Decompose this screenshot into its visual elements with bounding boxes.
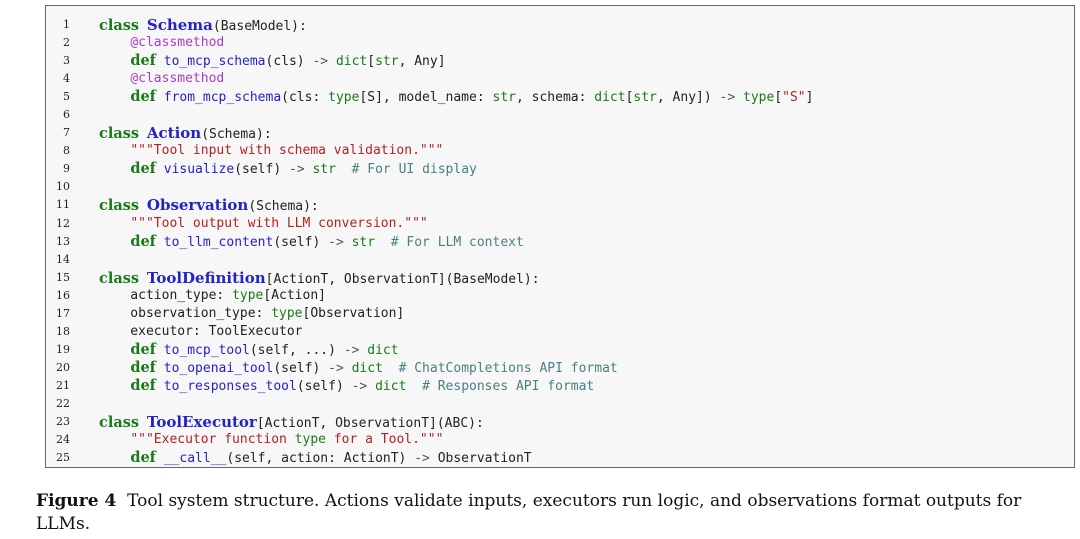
line-number: 22 [56,396,70,410]
code-body: class Schema(BaseModel): @classmethod de… [99,16,813,467]
line-number: 4 [63,72,70,86]
code-line: def __call__(self, action: ActionT) -> O… [130,449,532,467]
code-line [99,251,813,269]
line-number: 8 [63,144,70,158]
code-line: def from_mcp_schema(cls: type[S], model_… [130,88,814,106]
line-number: 3 [63,54,70,68]
code-line: def to_responses_tool(self) -> dict # Re… [130,376,595,394]
code-line: class Action(Schema): [99,124,272,143]
code-line: """Executor function type for a Tool.""" [130,432,444,448]
code-line [99,178,813,196]
line-number: 18 [56,324,70,338]
line-number: 9 [63,162,70,176]
line-number: 2 [63,36,70,50]
code-line: def visualize(self) -> str # For UI disp… [130,160,477,178]
code-line: class Schema(BaseModel): [99,16,307,34]
caption-text: Tool system structure. Actions validate … [36,491,1022,534]
line-number: 16 [56,288,70,302]
line-number: 24 [56,433,70,447]
code-line: @classmethod [130,35,225,51]
code-line [99,106,813,124]
figure-caption: Figure 4 Tool system structure. Actions … [36,490,1076,536]
code-line: executor: ToolExecutor [99,323,303,339]
line-number: 6 [63,108,70,122]
line-number: 5 [63,90,70,104]
code-line: """Tool input with schema validation.""" [130,143,444,159]
line-number: 7 [63,126,70,140]
code-line [99,395,813,413]
line-number: 25 [56,451,70,465]
line-number: 15 [56,270,70,284]
line-number: 23 [56,415,70,429]
line-number: 19 [56,342,70,356]
code-line: class Observation(Schema): [99,196,319,215]
line-number: 10 [56,180,70,194]
code-line: @classmethod [130,71,225,87]
line-number: 20 [56,360,70,374]
code-line: action_type: type[Action] [99,287,326,303]
code-line: def to_llm_content(self) -> str # For LL… [130,232,524,250]
code-line: observation_type: type[Observation] [99,305,405,321]
line-number: 11 [56,198,70,212]
figure-label: Figure 4 [36,491,117,511]
code-line: class ToolExecutor[ActionT, ObservationT… [99,413,484,432]
code-line: def to_mcp_tool(self, ...) -> dict [130,340,399,358]
line-number: 17 [56,306,70,320]
line-number: 12 [56,216,70,230]
code-line: def to_openai_tool(self) -> dict # ChatC… [130,358,618,376]
code-line: class ToolDefinition[ActionT, Observatio… [99,268,540,287]
line-number: 1 [63,18,70,31]
code-line: """Tool output with LLM conversion.""" [130,215,428,231]
code-line: def to_mcp_schema(cls) -> dict[str, Any] [130,52,446,70]
line-number: 21 [56,378,70,392]
line-number: 13 [56,234,70,248]
line-number: 14 [56,252,70,266]
